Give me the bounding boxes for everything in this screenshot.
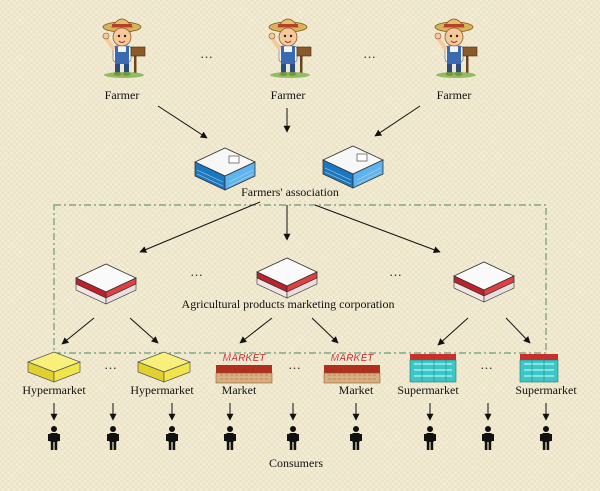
arrow-assoc-corp3 [314,204,441,254]
person-icon-9 [540,426,552,450]
warehouse-icon-corporation-2 [256,257,318,299]
farmer-label-1: Farmer [104,88,140,102]
market-label-1: Market [221,383,257,397]
market-sign-2: MARKET [331,353,375,364]
person-icon-1 [48,426,60,450]
supermarket-label-1: Supermarket [397,383,459,397]
market-sign-1: MARKET [223,353,267,364]
market-icon-1: MARKET [215,353,273,384]
hypermarket-label-1: Hypermarket [22,383,86,397]
person-icon-8 [482,426,494,450]
arrow-farmer3-assoc [374,105,421,137]
warehouse-icon-corporation-1 [75,263,137,305]
arrow-corp3-super1 [437,317,469,346]
association-label: Farmers' association [241,185,339,199]
arrow-corp3-super2 [505,317,531,344]
market-icon-2: MARKET [323,353,381,384]
person-icon-5 [287,426,299,450]
arrow-corp2-market2 [311,317,339,344]
supermarket-icon-2 [519,354,559,383]
arrow-corp1-hyper1 [61,317,95,345]
warehouse-icon-association-2 [322,145,384,189]
person-icon-3 [166,426,178,450]
ellipsis-retail-3: ... [480,357,494,372]
arrow-corp1-hyper2 [129,317,159,344]
person-icon-6 [350,426,362,450]
farmer-label-2: Farmer [270,88,306,102]
supermarket-icon-1 [409,354,457,383]
warehouse-icon-corporation-3 [453,261,515,303]
person-icon-7 [424,426,436,450]
corporation-label: Agricultural products marketing corporat… [181,297,395,311]
ellipsis-corp-1: ... [190,264,204,279]
arrow-assoc-corp1 [139,201,261,253]
person-icon-4 [224,426,236,450]
ellipsis-corp-2: ... [389,264,403,279]
supermarket-label-2: Supermarket [515,383,577,397]
farmer-label-3: Farmer [436,88,472,102]
ellipsis-retail-1: ... [104,357,118,372]
farmer-icon-2 [267,17,313,80]
warehouse-icon-association-1 [194,147,256,191]
consumers-label: Consumers [269,456,323,470]
dashed-frame [53,204,547,354]
farmer-icon-3 [433,17,479,80]
hypermarket-label-2: Hypermarket [130,383,194,397]
ellipsis-farmers-1: ... [200,46,214,61]
ellipsis-retail-2: ... [288,357,302,372]
hypermarket-icon-1 [27,351,81,383]
arrow-farmer1-assoc [157,105,208,139]
arrows [50,105,550,421]
arrow-corp2-market1 [239,317,273,344]
farmer-icon-1 [101,17,147,80]
hypermarket-icon-2 [137,351,191,383]
person-icon-2 [107,426,119,450]
market-label-2: Market [338,383,374,397]
ellipsis-farmers-2: ... [363,46,377,61]
